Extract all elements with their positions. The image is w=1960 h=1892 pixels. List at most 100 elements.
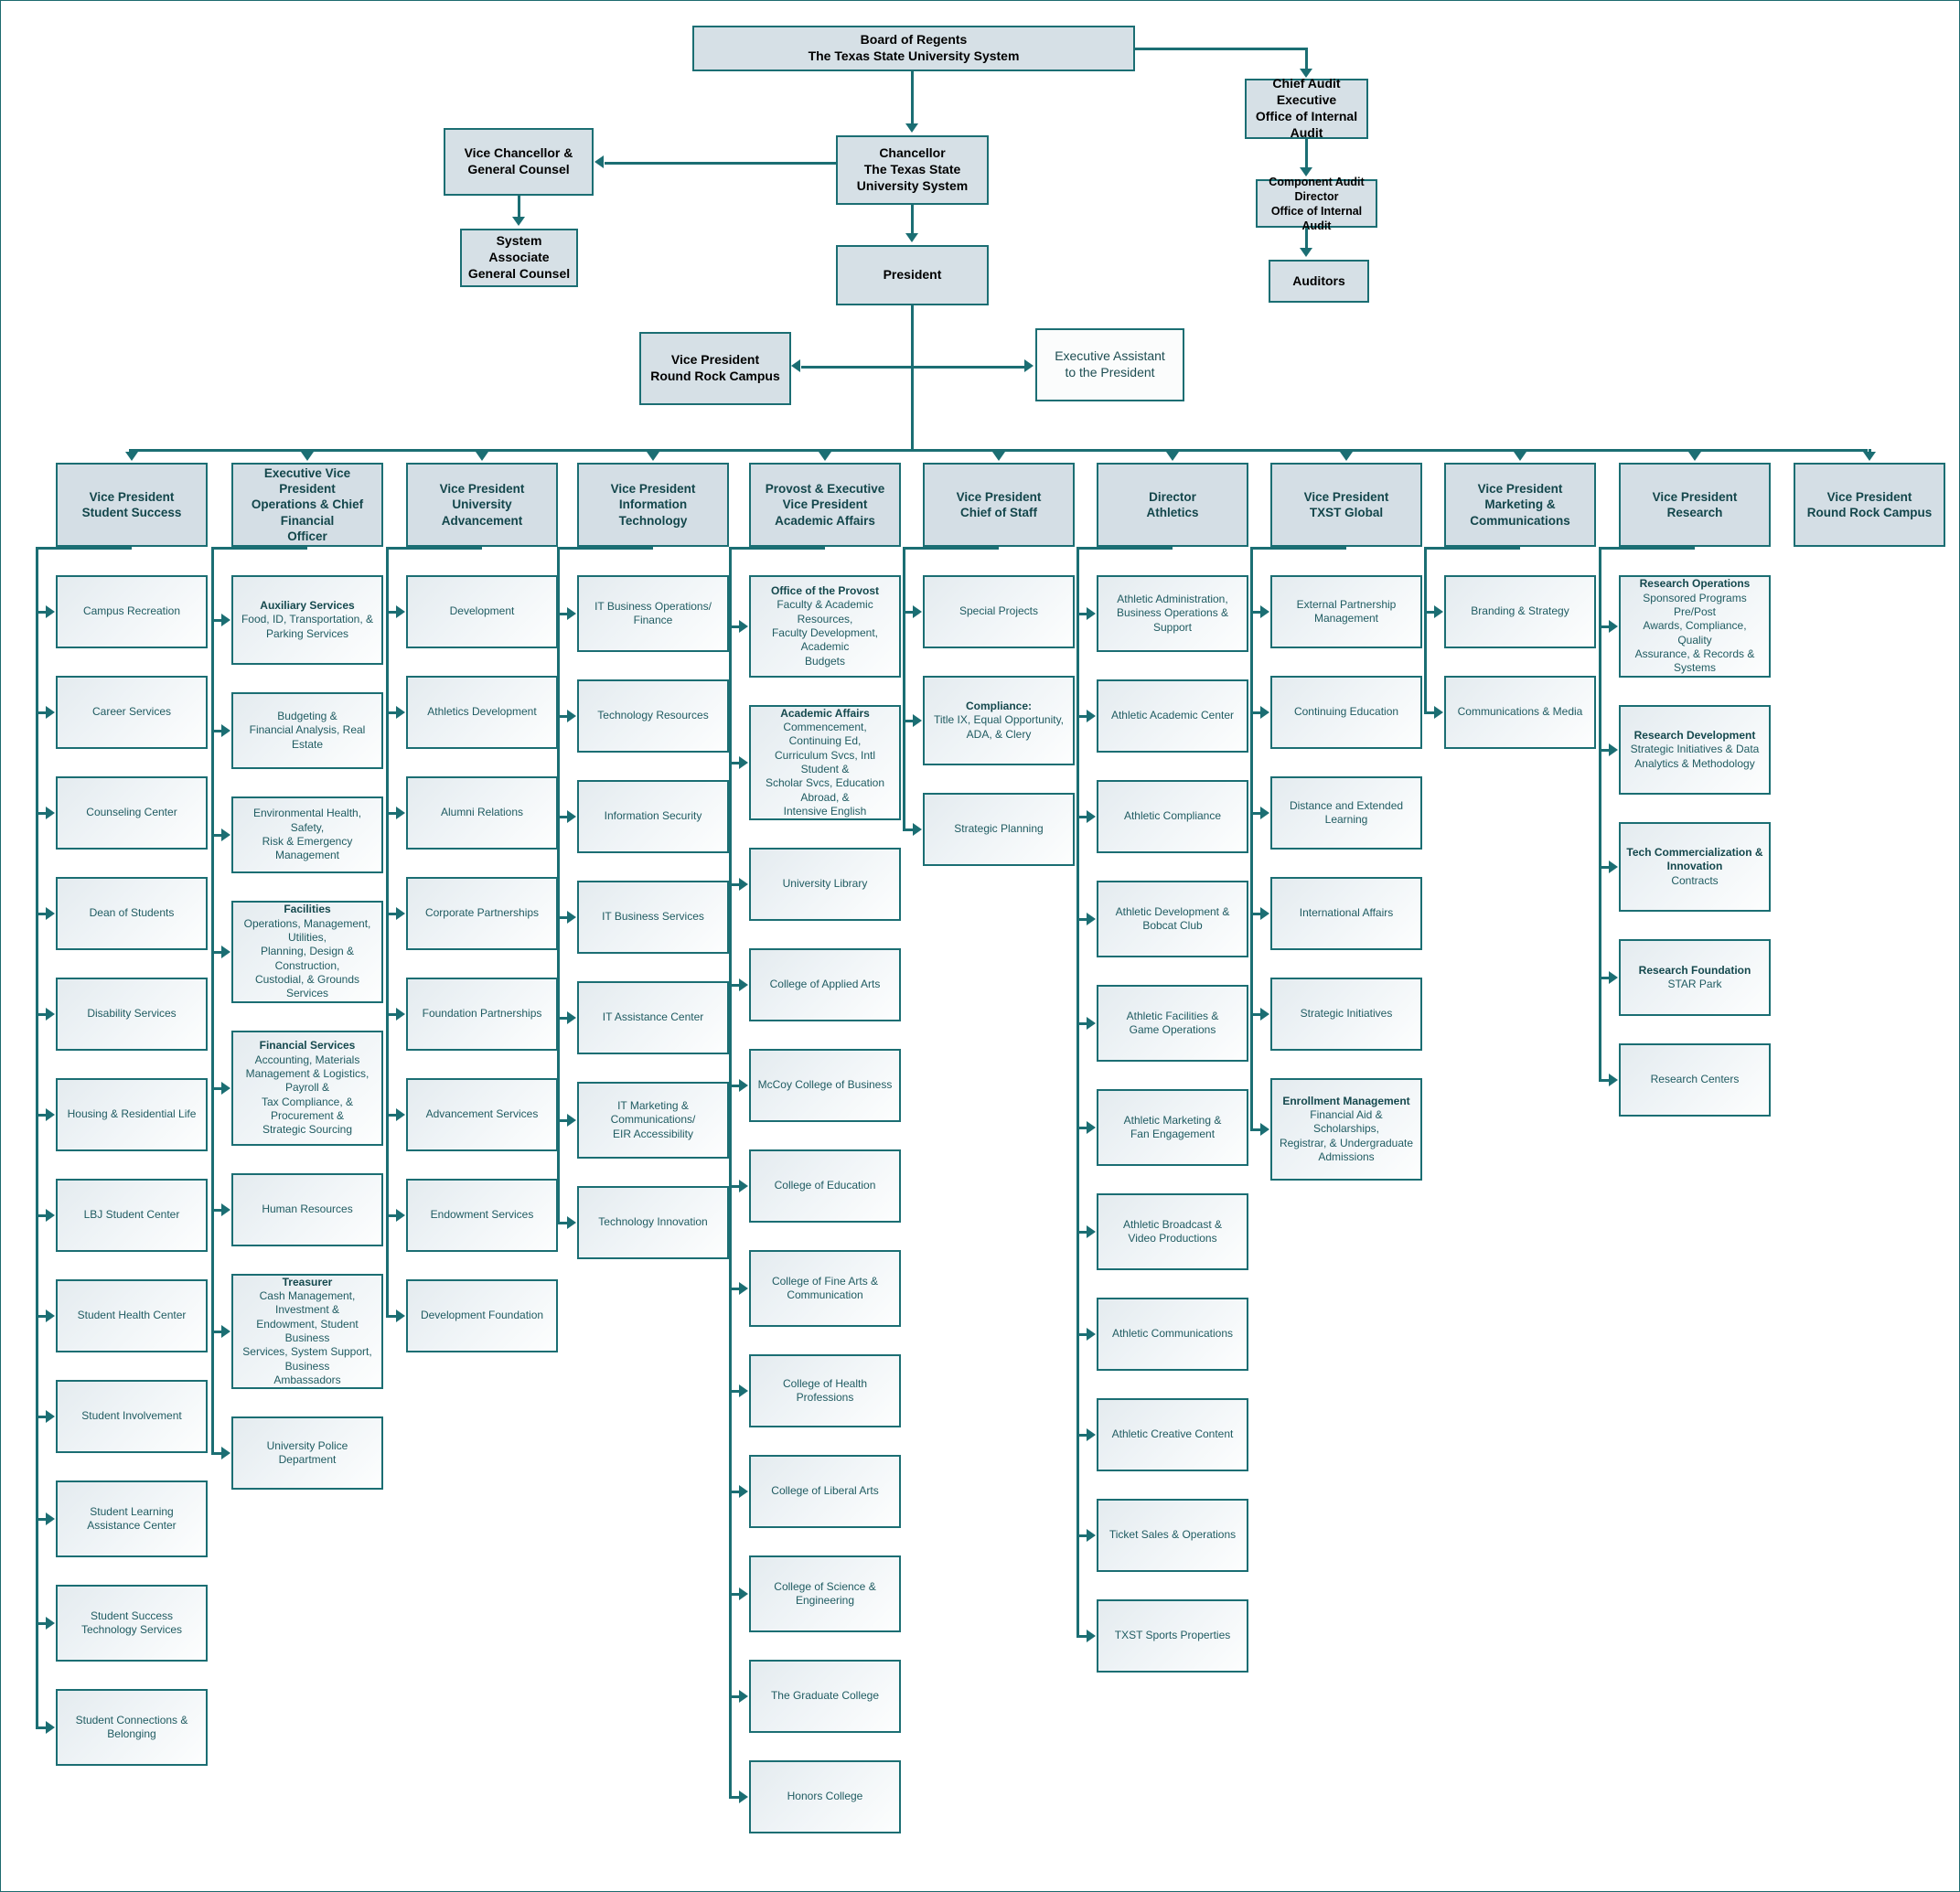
leaf-node[interactable]: Information Security	[577, 780, 729, 853]
node-president[interactable]: President	[836, 245, 989, 305]
leaf-node[interactable]: College of Applied Arts	[749, 948, 901, 1021]
leaf-node[interactable]: TXST Sports Properties	[1097, 1599, 1248, 1673]
leaf-node[interactable]: Communications & Media	[1444, 676, 1596, 749]
node-chief-audit-executive[interactable]: Chief Audit Executive Office of Internal…	[1245, 76, 1368, 140]
leaf-node[interactable]: Strategic Planning	[923, 793, 1075, 866]
leaf-node[interactable]: Athletics Development	[406, 676, 558, 749]
leaf-node[interactable]: Athletic Academic Center	[1097, 679, 1248, 753]
node-vice-chancellor-general-counsel[interactable]: Vice Chancellor & General Counsel	[444, 128, 594, 196]
leaf-node[interactable]: Student Health Center	[56, 1279, 208, 1352]
leaf-node[interactable]: Continuing Education	[1270, 676, 1422, 749]
leaf-node[interactable]: Athletic Compliance	[1097, 780, 1248, 853]
leaf-node-subtext: College of Science &	[774, 1579, 876, 1593]
leaf-node[interactable]: Athletic Marketing &Fan Engagement	[1097, 1089, 1248, 1166]
leaf-node[interactable]: The Graduate College	[749, 1660, 901, 1733]
leaf-node[interactable]: College of Science &Engineering	[749, 1555, 901, 1632]
leaf-node[interactable]: Athletic Development &Bobcat Club	[1097, 881, 1248, 957]
leaf-node[interactable]: College of Education	[749, 1149, 901, 1223]
leaf-node[interactable]: Dean of Students	[56, 877, 208, 950]
leaf-node[interactable]: Special Projects	[923, 575, 1075, 648]
leaf-node[interactable]: Student Involvement	[56, 1380, 208, 1453]
leaf-node[interactable]: Budgeting &Financial Analysis, Real Esta…	[231, 692, 383, 769]
node-component-audit-director[interactable]: Component Audit Director Office of Inter…	[1256, 176, 1377, 232]
leaf-node[interactable]: Honors College	[749, 1760, 901, 1833]
leaf-node[interactable]: Career Services	[56, 676, 208, 749]
leaf-node[interactable]: Ticket Sales & Operations	[1097, 1499, 1248, 1572]
leaf-node-text: Strategic Planning	[929, 822, 1068, 836]
leaf-node[interactable]: Research Centers	[1619, 1043, 1771, 1117]
leaf-node[interactable]: Student Connections &Belonging	[56, 1689, 208, 1766]
leaf-node[interactable]: Human Resources	[231, 1173, 383, 1246]
leaf-node[interactable]: External Partnership Management	[1270, 575, 1422, 648]
leaf-node[interactable]: University Library	[749, 848, 901, 921]
leaf-node[interactable]: Corporate Partnerships	[406, 877, 558, 950]
leaf-node[interactable]: IT Assistance Center	[577, 981, 729, 1054]
leaf-node[interactable]: College of Fine Arts &Communication	[749, 1250, 901, 1327]
leaf-node-subtext: Parking Services	[265, 626, 349, 640]
leaf-node-subtext: Food, ID, Transportation, &	[241, 613, 374, 626]
leaf-node[interactable]: Development Foundation	[406, 1279, 558, 1352]
leaf-node[interactable]: Advancement Services	[406, 1078, 558, 1151]
leaf-node[interactable]: Environmental Health, Safety,Risk & Emer…	[231, 796, 383, 873]
leaf-node[interactable]: Alumni Relations	[406, 776, 558, 850]
leaf-node[interactable]: Foundation Partnerships	[406, 978, 558, 1051]
leaf-node[interactable]: McCoy College of Business	[749, 1049, 901, 1122]
leaf-node[interactable]: Counseling Center	[56, 776, 208, 850]
leaf-node[interactable]: College of Liberal Arts	[749, 1455, 901, 1528]
node-executive-assistant-to-president[interactable]: Executive Assistant to the President	[1035, 328, 1184, 401]
leaf-node[interactable]: Endowment Services	[406, 1179, 558, 1252]
node-vp-round-rock-campus-upper[interactable]: Vice President Round Rock Campus	[639, 332, 791, 405]
leaf-node[interactable]: Compliance:Title IX, Equal Opportunity,A…	[923, 676, 1075, 765]
leaf-node[interactable]: Campus Recreation	[56, 575, 208, 648]
leaf-node[interactable]: Athletic Creative Content	[1097, 1398, 1248, 1471]
leaf-node[interactable]: IT Business Operations/Finance	[577, 575, 729, 652]
leaf-node[interactable]: University Police Department	[231, 1416, 383, 1490]
leaf-node[interactable]: Distance and Extended Learning	[1270, 776, 1422, 850]
leaf-node[interactable]: Disability Services	[56, 978, 208, 1051]
leaf-node[interactable]: Athletic Communications	[1097, 1298, 1248, 1371]
node-chancellor[interactable]: Chancellor The Texas State University Sy…	[836, 135, 989, 205]
leaf-node[interactable]: Technology Resources	[577, 679, 729, 753]
leaf-node[interactable]: IT Marketing & Communications/EIR Access…	[577, 1082, 729, 1159]
leaf-node[interactable]: Athletic Broadcast &Video Productions	[1097, 1193, 1248, 1270]
leaf-node[interactable]: IT Business Services	[577, 881, 729, 954]
node-system-associate-general-counsel[interactable]: System Associate General Counsel	[460, 229, 578, 287]
leaf-node[interactable]: Strategic Initiatives	[1270, 978, 1422, 1051]
leaf-node[interactable]: College of Health Professions	[749, 1354, 901, 1427]
division-header-line-1: Executive Vice President	[263, 465, 351, 497]
leaf-node[interactable]: International Affairs	[1270, 877, 1422, 950]
leaf-node[interactable]: Technology Innovation	[577, 1186, 729, 1259]
node-auditors[interactable]: Auditors	[1269, 260, 1369, 303]
leaf-node[interactable]: LBJ Student Center	[56, 1179, 208, 1252]
leaf-node[interactable]: Development	[406, 575, 558, 648]
leaf-node[interactable]: Housing & Residential Life	[56, 1078, 208, 1151]
leaf-node[interactable]: Athletic Facilities &Game Operations	[1097, 985, 1248, 1062]
node-board-of-regents[interactable]: Board of Regents The Texas State Univers…	[692, 26, 1135, 71]
leaf-node[interactable]: Athletic Administration,Business Operati…	[1097, 575, 1248, 652]
leaf-node[interactable]: Branding & Strategy	[1444, 575, 1596, 648]
